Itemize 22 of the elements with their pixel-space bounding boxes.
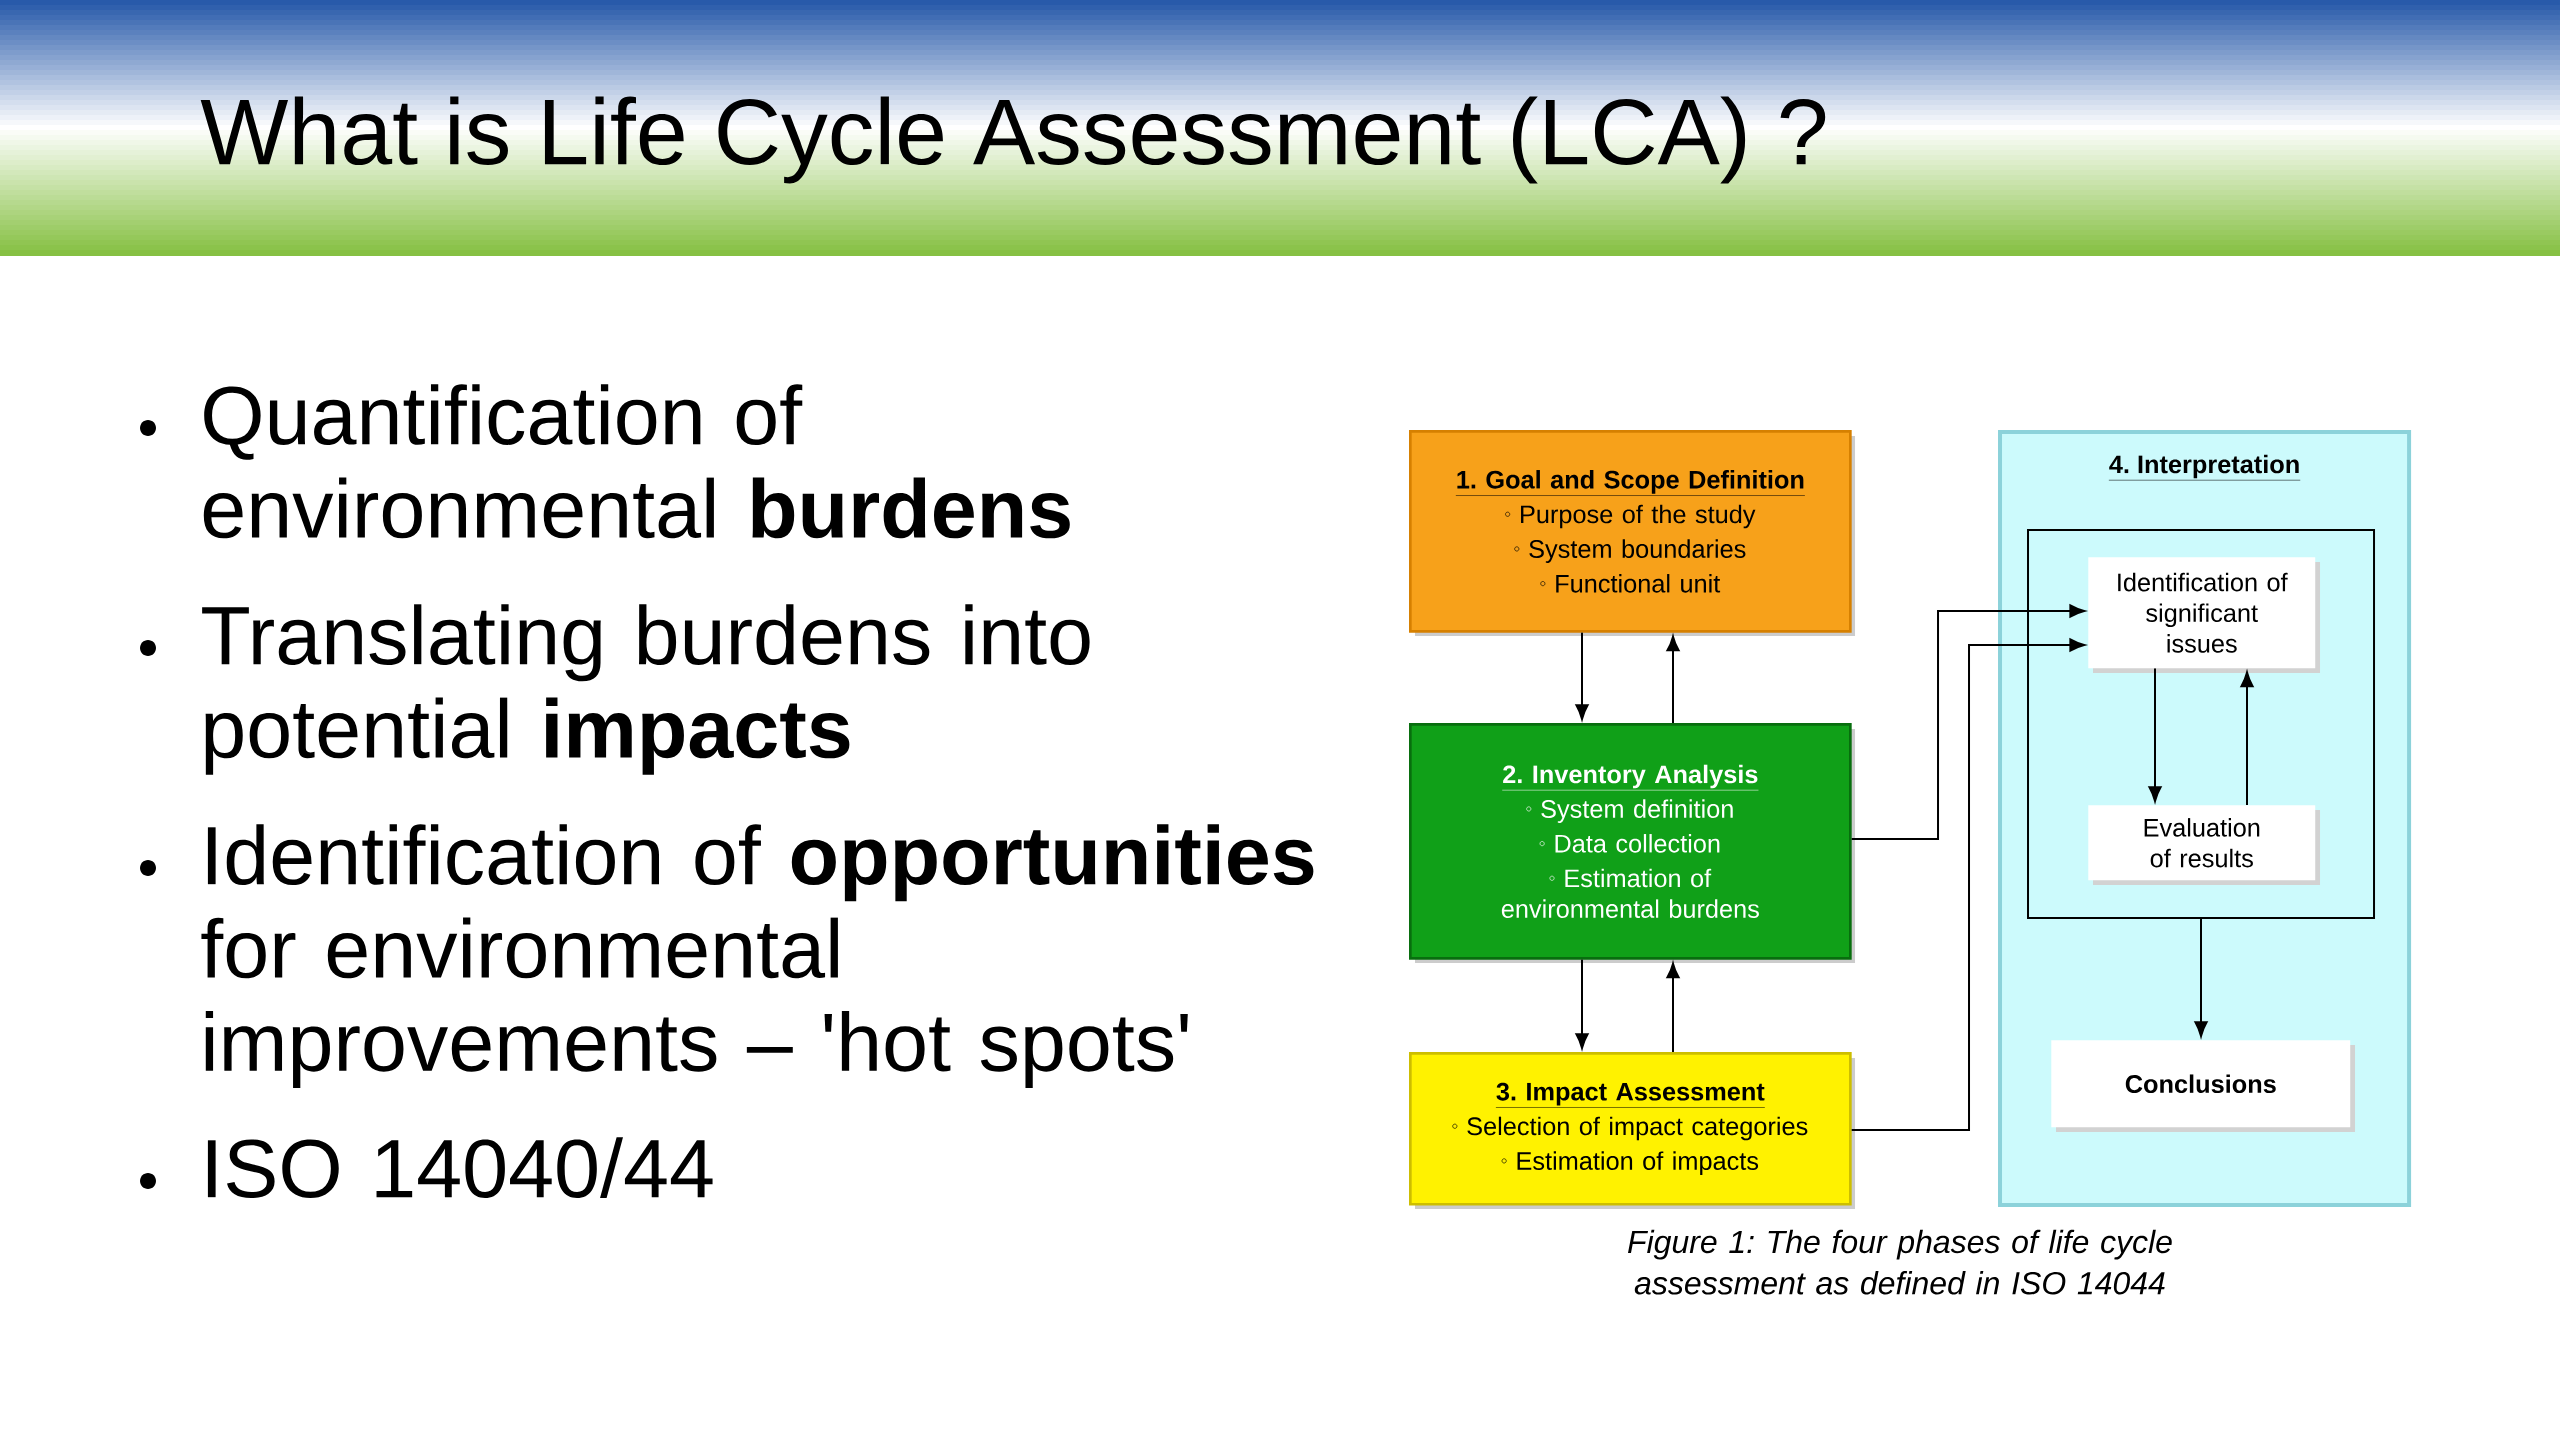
figure-caption: Figure 1: The four phases of life cycle assessment as defined in ISO 14044 — [1628, 1229, 2172, 1295]
arrow — [1575, 958, 1589, 1050]
step-box: Identification of significant issues — [2088, 557, 2321, 673]
phase-box: 3. Impact Assessment Selection of impact categories Estimation of impacts — [1409, 1052, 1855, 1209]
bullet-item: Translating burdens into potential impacts — [140, 604, 1090, 775]
bullet-item: Identification of opportunities for environmental improvements – 'hot spots' — [140, 824, 1314, 1088]
arrow — [2194, 918, 2208, 1038]
arrow — [2148, 667, 2162, 803]
arrow — [1575, 631, 1589, 721]
phase-box: 2. Inventory Analysis System definition Data collection Estimation of environmental burdens — [1409, 723, 1855, 963]
step-box: Conclusions — [2051, 1040, 2356, 1132]
bullet-item: ISO 14040/44 — [140, 1137, 713, 1198]
arrow — [2240, 671, 2254, 806]
group-frame — [2027, 529, 2375, 919]
phase-box: 1. Goal and Scope Definition Purpose of the study System boundaries Functional unit — [1409, 430, 1855, 636]
arrow — [1850, 604, 2086, 840]
arrow — [1666, 635, 1680, 724]
bullet-item: Quantification of environmental burdens — [140, 384, 1070, 539]
slide-title: What is Life Cycle Assessment (LCA) ? — [200, 96, 1826, 184]
arrow — [1850, 638, 2086, 1131]
step-box: Evaluation of results — [2088, 805, 2321, 885]
arrow — [1666, 962, 1680, 1053]
